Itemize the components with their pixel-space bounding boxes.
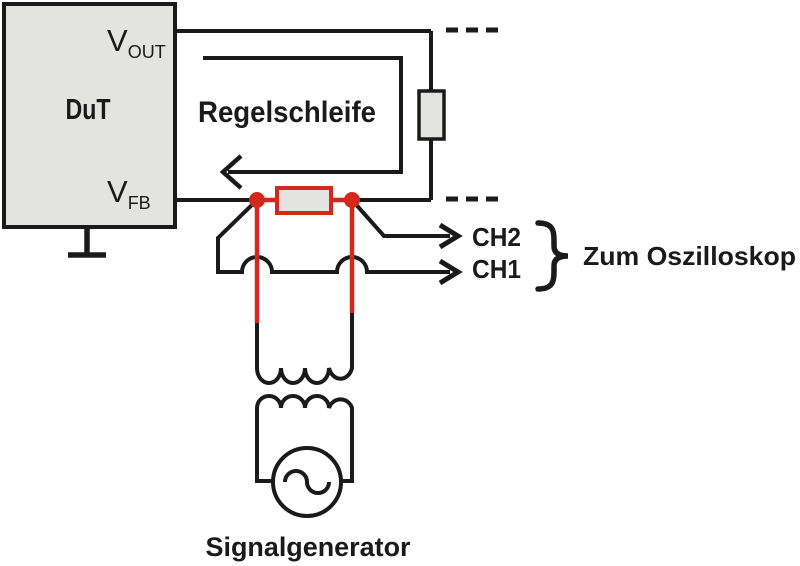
loop-label: Regelschleife (198, 96, 376, 129)
brace-icon (535, 220, 569, 292)
ch2-label: CH2 (472, 222, 521, 252)
scope-label: Zum Oszilloskop (583, 241, 796, 271)
dut-label: DuT (66, 94, 111, 126)
ground-icon (68, 227, 106, 258)
injection-resistor-icon (275, 186, 333, 215)
ch2-arrow-icon (438, 222, 463, 250)
sine-wave-icon (283, 469, 331, 495)
transformer-secondary-icon (255, 394, 354, 483)
transformer-primary-icon (255, 200, 354, 385)
vfb-pin-label: VFB (107, 174, 151, 213)
generator-label: Signalgenerator (206, 532, 411, 562)
ch1-arrow-icon (438, 258, 463, 286)
injection-node-left (249, 192, 265, 208)
vout-pin-label: VOUT (107, 23, 166, 62)
dut-box (2, 2, 177, 229)
load-resistor-icon (417, 89, 446, 141)
loop-arrow-icon (219, 154, 243, 190)
ch1-wire (216, 198, 450, 274)
ch1-label: CH1 (472, 254, 521, 284)
ch2-wire (350, 198, 450, 238)
control-loop-outline (203, 56, 403, 174)
injection-node-right (344, 192, 360, 208)
